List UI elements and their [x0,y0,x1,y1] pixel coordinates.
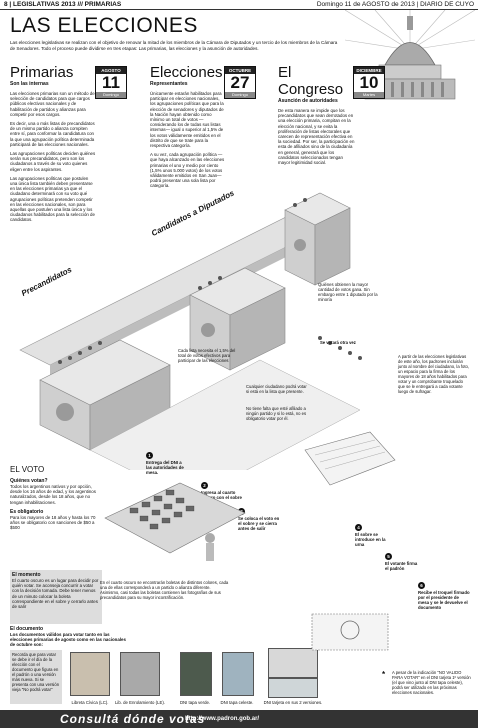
dni-note-2: No tiene falta que esté afiliado a ningú… [246,406,307,421]
dni-tarjeta-image-2 [268,678,318,698]
documento-section: El documento Los documentos válidos para… [10,626,130,648]
step-number: 6 [418,582,425,589]
dni-tarjeta-image-1 [268,648,318,678]
page-title: LAS ELECCIONES [10,14,198,37]
voto-heading: EL VOTO [10,465,45,474]
calendar-weekday: Domingo [225,92,255,98]
cuarto-oscuro-note: En el cuarto oscuro se encontrarán bolet… [100,580,229,600]
momento-box: El momento El cuarto oscuro es un lugar … [10,570,102,624]
elecciones-subtitle: Representantes [150,81,188,87]
elecciones-column: Elecciones Representantes Únicamente est… [150,64,226,193]
documento-note: Recorda que para votar se debe ir el día… [10,650,62,704]
primarias-para: Las agrupaciones políticas que postulen … [10,175,95,223]
step-number: 4 [355,524,362,531]
voto-question: Es obligatorio [10,508,44,515]
doc-caption: DNI tapa verde. [179,700,211,705]
elecciones-para: A su vez, cada agrupación política —que … [150,152,225,189]
doc-caption: Lib. de Enrolamiento (LE). [115,700,165,705]
calendar-day: 10 [359,73,379,92]
primarias-para: Las agrupaciones políticas deciden quién… [10,151,96,172]
doc-caption: DNI tapa celeste. [220,700,254,705]
voto-answer: Todos los argentinos nativos y por opció… [10,484,96,505]
cuarto-oscuro-illustration [104,482,246,561]
step-text: El votante firma el padrón [385,561,418,572]
documento-heading: El documento [10,626,44,632]
calendar-month: OCTUBRE [225,67,255,74]
foto-note: A partir de las elecciones legislativas … [398,354,470,394]
calendar-day: 27 [230,73,250,92]
calendar-weekday: Martes [354,92,384,98]
padron-url-link[interactable]: http://www.padron.gob.ar/ [185,716,260,722]
dni-footnote: A pesar de la indicación "NO VALIDO PARA… [392,670,471,695]
top-bar: 8 | LEGISLATIVAS 2013 /// PRIMARIAS Domi… [0,0,478,10]
padron-illustration [304,431,396,486]
date-label: Domingo 11 de AGOSTO de 2013 | DIARIO DE… [316,1,474,8]
congreso-para: De esta manera se impide que los precand… [278,108,355,166]
congreso-calendar: DICIEMBRE 10 Martes [353,66,385,99]
step-text: Se coloca el voto en el sobre y se cierr… [238,516,280,532]
step-text: Entrega del DNI a las autoridades de mes… [146,460,184,476]
congreso-column: El Congreso Asunción de autoridades De e… [278,64,356,169]
doc-caption: DNI tarjeta en sus 2 versiones. [263,700,323,705]
calendar-day: 11 [102,73,120,92]
elecciones-calendar: OCTUBRE 27 Domingo [224,66,256,99]
step-text: Recibe el troquel firmado por el preside… [418,590,470,611]
dni-verde-image [180,652,212,696]
step-text: El sobre se introduce en la urna [355,532,386,548]
primarias-para: Las elecciones primarias son un método d… [10,91,95,117]
primarias-column: Primarias Son las internas Las eleccione… [10,64,96,227]
documento-text: Los documentos válidos para votar tanto … [10,632,126,648]
libreta-enrolamiento-image [120,652,160,696]
momento-heading: El momento [12,572,41,578]
libreta-civica-image [70,652,110,696]
step-text: Ingresa al cuarto oscuro con el sobre [201,490,242,501]
dni-note: Cualquier ciudadano podrá votar si está … [246,384,307,394]
primarias-calendar: AGOSTO 11 Domingo [95,66,127,99]
dni-celeste-image [222,652,254,696]
ganadores-note: Quiénes obtienen la mayor cantidad de vo… [318,282,378,302]
congreso-title: El Congreso [278,64,344,98]
primarias-para: Es decir, una o más listas de precandida… [10,121,95,147]
umbral-note: Cada lista necesita el 1,5% del total de… [178,348,236,363]
primarias-title: Primarias [10,64,74,81]
intro-text: Las elecciones legislativas se realizan … [10,40,338,51]
troquel-illustration [311,613,389,651]
congress-dome-illustration [345,10,475,105]
primarias-subtitle: Son las internas [10,81,49,87]
momento-text: El cuarto oscuro es un lugar para decidi… [12,578,99,610]
election-process-diagram [19,192,362,470]
step-number: 2 [201,482,208,489]
step-number: 5 [385,553,392,560]
voto-answer: Para los mayores de 18 años y hasta los … [10,514,96,531]
consulta-label: Consultá dónde votas [60,712,206,726]
votara-note: Se votará otra vez [320,340,356,345]
elecciones-title: Elecciones [150,64,223,81]
consulta-bar: Consultá dónde votas http://www.padron.g… [0,710,478,728]
section-label: 8 | LEGISLATIVAS 2013 /// PRIMARIAS [4,1,122,8]
doc-caption: Libreta Cívica (LC). [71,700,109,705]
voto-question: Quiénes votan? [10,478,48,484]
elecciones-para: Únicamente estarán habilitados para part… [150,91,224,149]
calendar-weekday: Domingo [96,92,126,98]
calendar-month: AGOSTO [96,67,126,74]
step-number: 1 [146,452,153,459]
voto-section: EL VOTO Quiénes votan? Todos los argenti… [10,465,96,530]
congreso-subtitle: Asunción de autoridades [278,98,338,104]
calendar-month: DICIEMBRE [354,67,384,74]
asterisk-icon: * [382,670,386,679]
